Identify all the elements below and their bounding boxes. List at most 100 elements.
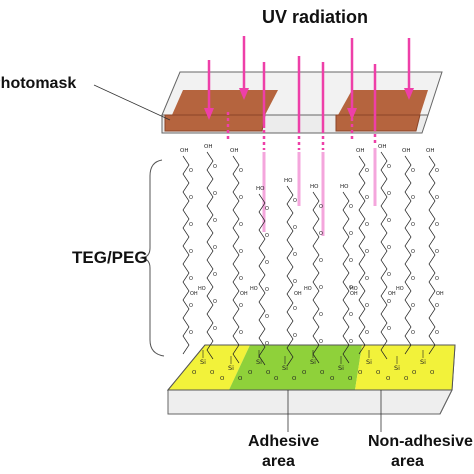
chem-label: O [349, 231, 353, 237]
chem-label: O [319, 204, 323, 210]
chem-label: O [387, 299, 391, 305]
chem-label: O [265, 341, 269, 347]
chem-labels: OHOOOOOOOOHOHOOOOOOOHOOHOOOOOOOOHHOOOOOO… [180, 144, 444, 382]
chem-label: O [365, 276, 369, 282]
chem-label: O [319, 258, 323, 264]
peg-chain [358, 155, 366, 355]
uv-arrowhead [204, 108, 214, 120]
chem-label: O [348, 376, 353, 382]
chem-label: O [239, 249, 243, 255]
chem-label: Si [310, 358, 316, 366]
adhesive-area-label-line2: area [262, 453, 295, 470]
chem-label: OH [388, 291, 396, 297]
chem-label: O [266, 370, 271, 376]
uv-radiation-label: UV radiation [262, 7, 369, 27]
chem-label: O [365, 330, 369, 336]
chem-label: O [435, 222, 439, 228]
chem-label: O [387, 218, 391, 224]
chem-label: O [274, 376, 279, 382]
chem-label: O [411, 276, 415, 282]
chem-label: O [239, 222, 243, 228]
chem-label: O [411, 330, 415, 336]
chem-label: O [365, 249, 369, 255]
chem-label: OH [294, 291, 302, 297]
chem-label: HO [396, 286, 404, 292]
chem-label: O [404, 376, 409, 382]
chem-label: O [248, 370, 253, 376]
chem-label: O [376, 370, 381, 376]
chem-label: O [239, 168, 243, 174]
chem-label: HO [250, 286, 258, 292]
peg-chain [428, 155, 436, 355]
chem-label: O [213, 272, 217, 278]
chem-label: O [430, 370, 435, 376]
chem-label: Si [228, 364, 234, 372]
nonadhesive-area-label-line2: area [391, 453, 424, 470]
substrate [166, 344, 456, 415]
chem-label: OH [436, 291, 444, 297]
chem-label: Si [200, 358, 206, 366]
chem-label: Si [338, 364, 344, 372]
photomask [161, 71, 443, 134]
chem-label: OH [230, 148, 238, 154]
chem-label: O [387, 245, 391, 251]
chem-label: O [239, 330, 243, 336]
chem-label: O [293, 306, 297, 312]
chem-label: O [387, 191, 391, 197]
chem-label: Si [394, 364, 400, 372]
peg-chain [404, 155, 412, 355]
chem-label: HO [350, 286, 358, 292]
chem-label: O [189, 276, 193, 282]
chem-label: O [293, 333, 297, 339]
chem-label: OH [356, 148, 364, 154]
chem-label: HO [340, 184, 349, 190]
chem-label: O [349, 312, 353, 318]
chem-label: O [387, 272, 391, 278]
uv-arrows [204, 36, 414, 120]
chem-label: O [210, 370, 215, 376]
peg-chain [342, 191, 350, 364]
chem-label: O [411, 303, 415, 309]
chem-label: O [349, 258, 353, 264]
substrate-right-edge [439, 389, 453, 415]
chem-label: O [435, 195, 439, 201]
chem-label: OH [240, 291, 248, 297]
chem-label: O [239, 276, 243, 282]
chem-label: O [435, 330, 439, 336]
photomask-strip-left-front [164, 114, 266, 132]
chem-label: O [319, 285, 323, 291]
chem-label: O [189, 195, 193, 201]
photomask-strip-left-top [172, 90, 278, 115]
chem-label: O [238, 376, 243, 382]
chem-label: O [239, 303, 243, 309]
chem-label: O [435, 276, 439, 282]
nonadhesive-area-label-line1: Non-adhesive [368, 433, 473, 450]
uv-arrowhead [347, 108, 357, 120]
chem-label: HO [256, 186, 265, 192]
chem-label: O [293, 252, 297, 258]
chem-label: OH [180, 148, 188, 154]
chem-label: HO [198, 286, 206, 292]
peg-chain [232, 155, 240, 364]
chem-label: O [189, 168, 193, 174]
photomask-label: Photomask [0, 75, 77, 92]
chem-label: O [189, 249, 193, 255]
peg-chain [206, 151, 214, 360]
uv-beams [226, 56, 377, 236]
teg-peg-brace [139, 159, 165, 357]
chem-label: O [411, 195, 415, 201]
chem-label: Si [256, 358, 262, 366]
substrate-top-outline [166, 344, 456, 391]
chem-label: O [365, 303, 369, 309]
chem-label: O [265, 314, 269, 320]
chem-label: Si [420, 358, 426, 366]
chem-label: OH [190, 291, 198, 297]
chem-label: O [213, 218, 217, 224]
chem-label: O [349, 339, 353, 345]
chem-label: O [411, 249, 415, 255]
chem-label: Si [282, 364, 288, 372]
peg-chain [286, 185, 294, 367]
chem-label: O [220, 376, 225, 382]
chem-label: O [319, 231, 323, 237]
chem-label: O [192, 370, 197, 376]
